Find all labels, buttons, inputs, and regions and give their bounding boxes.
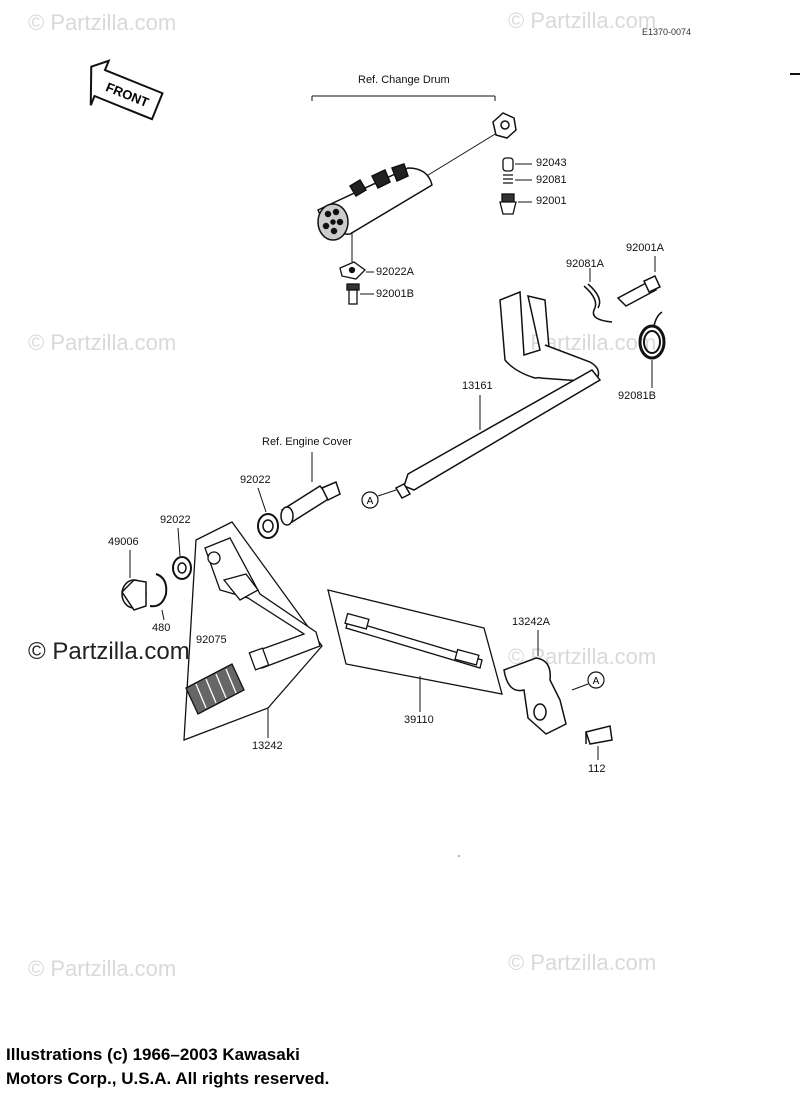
tie-rod-group bbox=[327, 589, 503, 712]
watermark: © Partzilla.com bbox=[28, 638, 190, 665]
change-drum-bracket bbox=[311, 95, 496, 101]
callout-a-bottom: A bbox=[571, 671, 605, 691]
part-label[interactable]: 13242 bbox=[252, 740, 283, 752]
pivot-bolt bbox=[257, 452, 341, 539]
shift-lever bbox=[503, 630, 613, 760]
part-label[interactable]: 49006 bbox=[108, 536, 139, 548]
part-label[interactable]: 92043 bbox=[536, 157, 567, 169]
svg-text:A: A bbox=[593, 676, 600, 687]
copyright-line-1: Illustrations (c) 1966–2003 Kawasaki bbox=[6, 1045, 300, 1064]
part-label[interactable]: 480 bbox=[152, 622, 171, 634]
watermark: © Partzilla.com bbox=[28, 10, 177, 35]
part-label[interactable]: 39110 bbox=[404, 714, 434, 726]
copyright-line-2: Motors Corp., U.S.A. All rights reserved… bbox=[6, 1069, 330, 1088]
change-drum bbox=[317, 112, 517, 262]
pedal-fasteners bbox=[121, 527, 192, 621]
shift-pedal-group bbox=[183, 521, 323, 741]
front-arrow-icon: FRONT bbox=[89, 59, 164, 121]
drum-plate-and-bolt bbox=[339, 261, 374, 305]
figure-code: E1370-0074 bbox=[642, 27, 692, 37]
positioning-parts bbox=[499, 157, 532, 215]
shift-shaft bbox=[394, 290, 602, 499]
watermark: © Partzilla.com bbox=[28, 956, 177, 981]
part-label[interactable]: 92081A bbox=[566, 258, 604, 270]
part-label[interactable]: 92081 bbox=[536, 174, 567, 186]
watermark: © Partzilla.com bbox=[508, 330, 657, 355]
speck bbox=[458, 855, 460, 857]
return-springs bbox=[583, 256, 666, 388]
ref-change-drum: Ref. Change Drum bbox=[358, 74, 450, 86]
part-label[interactable]: 92001A bbox=[626, 242, 664, 254]
svg-text:A: A bbox=[367, 496, 374, 507]
callout-a-top: A bbox=[361, 489, 397, 509]
part-label[interactable]: 92022 bbox=[160, 514, 191, 526]
part-label[interactable]: 13242A bbox=[512, 616, 550, 628]
part-label[interactable]: 92022 bbox=[240, 474, 271, 486]
watermark: © Partzilla.com bbox=[508, 8, 657, 33]
part-label[interactable]: 13161 bbox=[462, 380, 493, 392]
part-label[interactable]: 92001 bbox=[536, 195, 567, 207]
part-label[interactable]: 92075 bbox=[196, 634, 227, 646]
part-label[interactable]: 92001B bbox=[376, 288, 414, 300]
ref-engine-cover: Ref. Engine Cover bbox=[262, 436, 352, 448]
watermark: © Partzilla.com bbox=[28, 330, 177, 355]
part-label[interactable]: 92022A bbox=[376, 266, 414, 278]
part-label[interactable]: 112 bbox=[588, 763, 606, 775]
watermark: © Partzilla.com bbox=[508, 950, 657, 975]
part-label[interactable]: 92081B bbox=[618, 390, 656, 402]
